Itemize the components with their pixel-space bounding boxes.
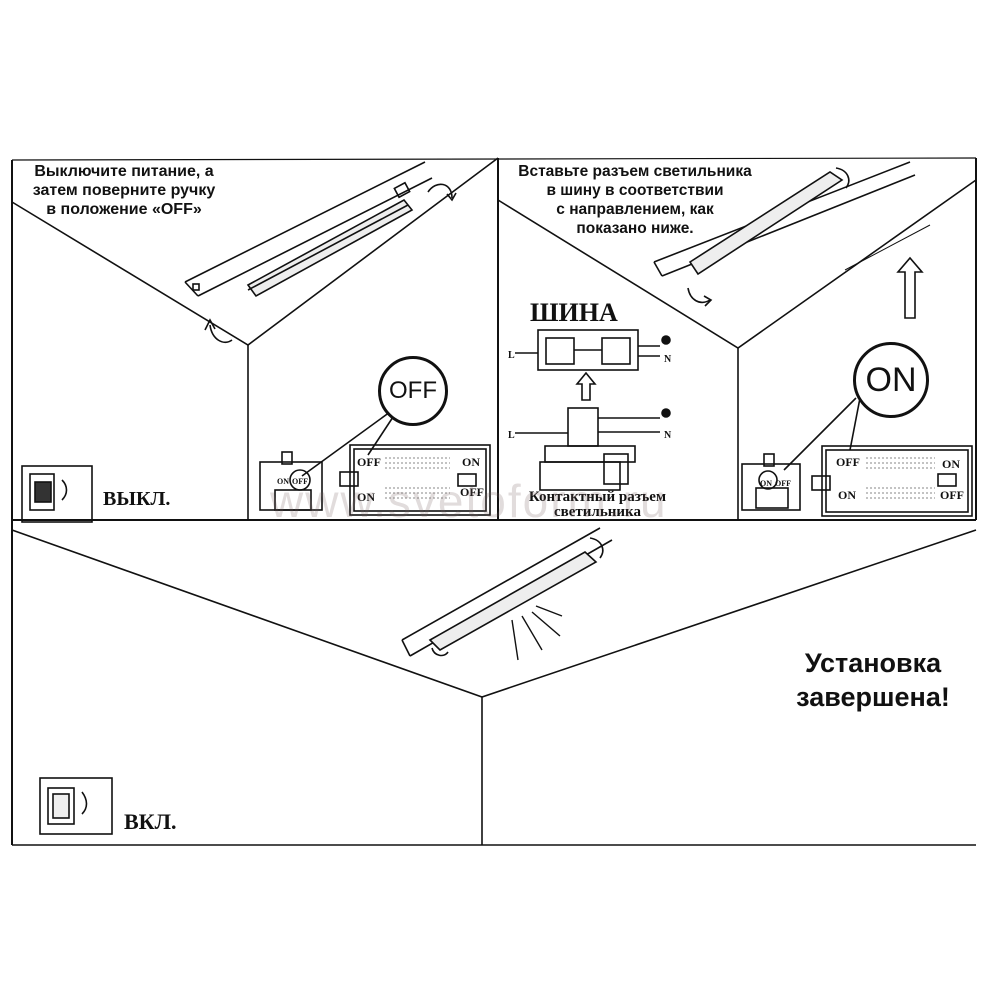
panel2-room-lines (497, 179, 977, 520)
rotate-arrow-icon (687, 287, 713, 307)
rail-l-label: L (508, 350, 515, 361)
panel2-light-fixture (688, 167, 850, 276)
rail-cross-section (515, 329, 671, 371)
connector-n-label: N (664, 430, 672, 441)
panel1-control-box (339, 444, 491, 516)
p1-box-on-top: ON (462, 455, 480, 469)
wall-switch-off (21, 465, 93, 523)
panel1-room-lines (11, 157, 499, 520)
panel2-instruction: Вставьте разъем светильника в шину в соо… (518, 163, 752, 237)
panel-frame (11, 157, 977, 846)
rotate-arrow-icon (204, 318, 233, 344)
on-bubble: ON (853, 342, 929, 418)
luminaire-connector (515, 407, 671, 491)
p3-box-on-bottom: ON (838, 488, 856, 502)
p1-box-off-top: OFF (357, 455, 381, 469)
p3-box-on-top: ON (942, 457, 960, 471)
p1-knob-off: OFF (292, 477, 308, 486)
p1-knob-on: ON (277, 477, 289, 486)
panel1-connector-knob (259, 451, 323, 511)
panel1-light-fixture (246, 181, 414, 298)
watermark: www.svetoform.ru (270, 475, 668, 527)
bubble-pointer-lines (301, 397, 861, 477)
panel3-control-box (811, 445, 973, 517)
wall-switch-on (39, 777, 113, 835)
up-arrow-icon (575, 371, 597, 401)
off-bubble-label: OFF (389, 377, 437, 404)
light-rays-icon (511, 605, 563, 661)
p1-box-off-bottom: OFF (460, 485, 484, 499)
panel4-track-rail (401, 527, 613, 657)
rail-title: ШИНА (530, 298, 618, 327)
panel3-connector-knob (741, 453, 801, 511)
completion-message: Установка завершена! (796, 648, 950, 712)
connector-caption: Контактный разъем светильника (528, 489, 667, 520)
p1-box-on-bottom: ON (357, 490, 375, 504)
rail-n-label: N (664, 354, 672, 365)
p3-box-off-top: OFF (836, 455, 860, 469)
on-bubble-label: ON (865, 360, 917, 399)
p3-box-off-bottom: OFF (940, 488, 964, 502)
off-bubble: OFF (378, 356, 448, 426)
p3-knob-off: OFF (775, 479, 791, 488)
panel1-instruction: Выключите питание, а затем поверните руч… (32, 163, 216, 218)
up-arrow-icon (896, 256, 924, 319)
p3-knob-on: ON (760, 479, 772, 488)
switch-on-caption: ВКЛ. (124, 809, 177, 834)
panel4-light-fixture (428, 537, 604, 657)
panel4-room-lines (11, 529, 977, 845)
connector-l-label: L (508, 430, 515, 441)
ceiling-edge-line (844, 224, 931, 271)
switch-off-caption: ВЫКЛ. (103, 488, 171, 510)
rotate-arrow-icon (427, 183, 457, 202)
panel1-track-rail (184, 161, 433, 297)
